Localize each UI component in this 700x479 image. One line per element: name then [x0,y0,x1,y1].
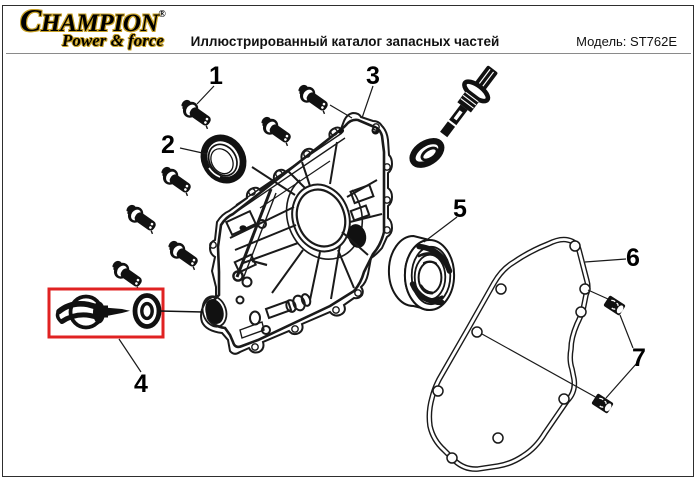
svg-text:6: 6 [626,244,640,272]
svg-text:2: 2 [161,131,175,159]
svg-text:4: 4 [134,370,148,398]
svg-text:5: 5 [453,195,467,223]
svg-text:3: 3 [366,62,380,90]
svg-text:1: 1 [209,62,223,90]
svg-text:7: 7 [632,344,646,372]
